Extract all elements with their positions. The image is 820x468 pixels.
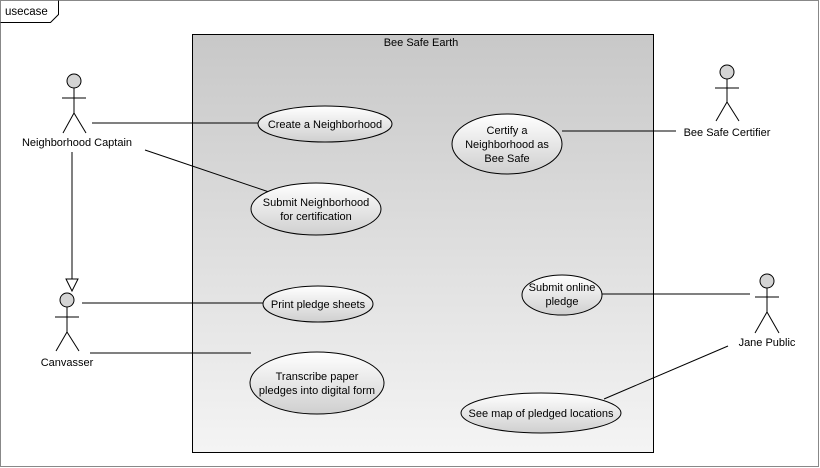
actor-head-icon	[719, 64, 735, 80]
usecase-label: Print pledge sheets	[271, 299, 366, 311]
generalization-arrowhead	[65, 278, 79, 293]
actor-label: Bee Safe Certifier	[684, 127, 771, 139]
actor-label: Canvasser	[41, 357, 94, 369]
assoc-captain-submit	[144, 149, 273, 194]
frame-label: usecase	[5, 6, 48, 18]
actor-head-icon	[66, 73, 82, 89]
usecase-print-pledge-sheets[interactable]: Print pledge sheets	[262, 285, 374, 323]
frame-label-tab	[0, 0, 59, 23]
actor-jane-public[interactable]: Jane Public	[739, 273, 796, 349]
actor-bee-safe-certifier[interactable]: Bee Safe Certifier	[684, 64, 771, 139]
usecase-label: Create a Neighborhood	[268, 119, 382, 131]
system-name: Bee Safe Earth	[384, 37, 459, 49]
actor-head-icon	[59, 292, 75, 308]
actor-head-icon	[759, 273, 775, 289]
actor-label: Jane Public	[739, 337, 796, 349]
actor-canvasser[interactable]: Canvasser	[41, 292, 94, 369]
usecase-see-map[interactable]: See map of pledged locations	[460, 392, 622, 434]
usecase-label: See map of pledged locations	[469, 408, 614, 420]
actor-label: Neighborhood Captain	[22, 137, 132, 149]
usecase-create-neighborhood[interactable]: Create a Neighborhood	[257, 105, 393, 143]
actor-neighborhood-captain[interactable]: Neighborhood Captain	[22, 73, 132, 149]
assoc-jane-see-map	[603, 345, 729, 400]
